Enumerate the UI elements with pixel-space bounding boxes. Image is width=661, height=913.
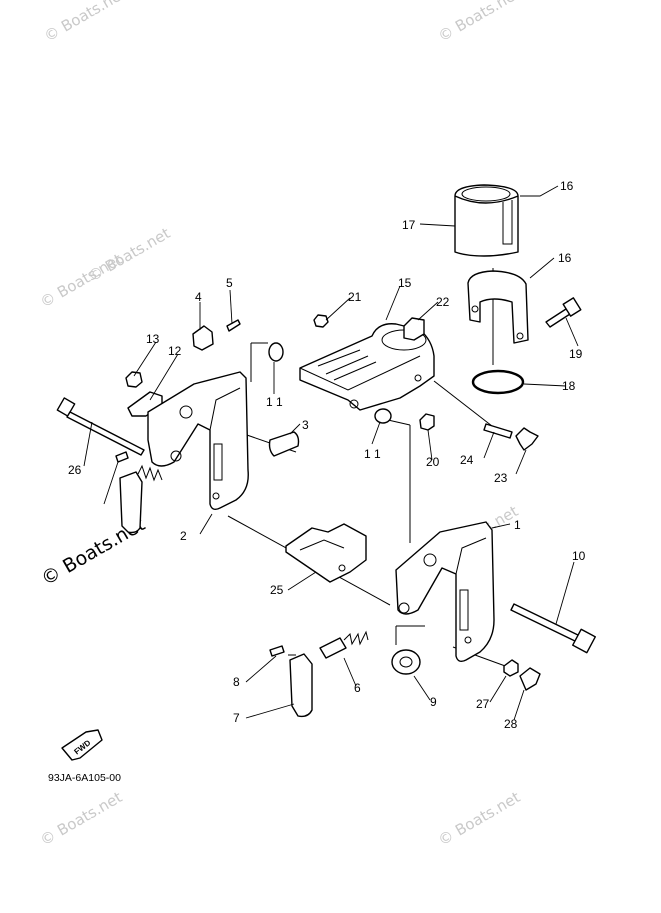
callout-8: 8 [233,675,240,689]
pad-part-9[interactable] [391,649,421,675]
pin-part-8[interactable] [269,645,285,657]
pin-part-5[interactable] [226,319,241,332]
callout-10: 10 [572,549,586,563]
lever-part-left[interactable] [119,471,143,534]
watermark: © Boats.net [435,788,523,849]
callout-5: 5 [226,276,233,290]
watermarks: © Boats.net © Boats.net © Boats.net © Bo… [37,0,523,849]
washer-part-11-bottom[interactable] [374,408,392,424]
callout-27: 28 [504,717,518,731]
callout-21: 22 [436,295,450,309]
callout-2: 2 [180,529,187,543]
screw-part-23[interactable] [483,423,513,439]
nut-part-13[interactable] [125,371,143,388]
callout-1: 1 [514,518,521,532]
diagram-code: 93JA-6A105-00 [48,772,121,784]
callout-7: 7 [233,711,240,725]
watermark: © Boats.net [85,224,173,285]
callout-20: 21 [348,290,362,304]
callout-24: 25 [270,583,284,597]
callout-18: 19 [569,347,583,361]
callouts: 16 17 16 15 21 22 4 5 19 13 12 18 1 1 3 … [68,179,586,731]
callout-16: 16 [560,179,574,193]
callout-11: 1 1 [266,395,283,409]
callout-22: 23 [494,471,508,485]
callout-19: 20 [426,455,440,469]
callout-14: 15 [398,276,412,290]
callout-13: 13 [146,332,160,346]
screw-part-6[interactable] [319,630,369,659]
clamp-bracket-left-part[interactable] [147,371,249,511]
callout-26: 27 [476,697,490,711]
callout-12: 12 [168,344,182,358]
callout-6: 6 [354,681,361,695]
washer-part-11-top[interactable] [268,342,284,362]
clamp-bracket-part[interactable] [467,270,529,344]
nut-part-19[interactable] [419,413,435,431]
callout-4: 4 [195,290,202,304]
swivel-bracket-part[interactable] [299,323,435,411]
clamp-bracket-right-part[interactable] [395,521,495,663]
bolt-part-10[interactable] [510,603,596,654]
callout-11: 1 1 [364,447,381,461]
bolt-part-25[interactable] [56,397,145,456]
watermark: © Boats.net [41,0,129,45]
washer-part-26[interactable] [503,659,519,677]
callout-3: 3 [302,418,309,432]
grease-block-part[interactable] [403,317,425,341]
bolt-part-18[interactable] [545,297,582,328]
callout-25: 26 [68,463,82,477]
bracket-part-24[interactable] [285,523,367,583]
callout-23: 24 [460,453,474,467]
pin-part-28[interactable] [115,451,129,463]
watermark: © Boats.net [37,788,125,849]
wing-nut-part-27[interactable] [519,667,541,691]
fwd-arrow: FWD [61,729,103,761]
nut-part-20[interactable] [313,314,329,328]
callout-16: 17 [402,218,416,232]
callout-15: 16 [558,251,572,265]
collar-sleeve-part[interactable] [454,184,519,257]
bushing-part-4[interactable] [192,325,214,351]
watermark: © Boats.net [435,0,523,45]
callout-17: 18 [562,379,576,393]
lever-part-7[interactable] [289,653,313,718]
pin-part-3[interactable] [268,431,300,457]
leader-lines [83,185,579,721]
o-ring-part[interactable] [471,369,525,395]
spring-left [137,464,163,482]
wing-nut-part-22[interactable] [515,427,539,451]
callout-9: 9 [430,695,437,709]
